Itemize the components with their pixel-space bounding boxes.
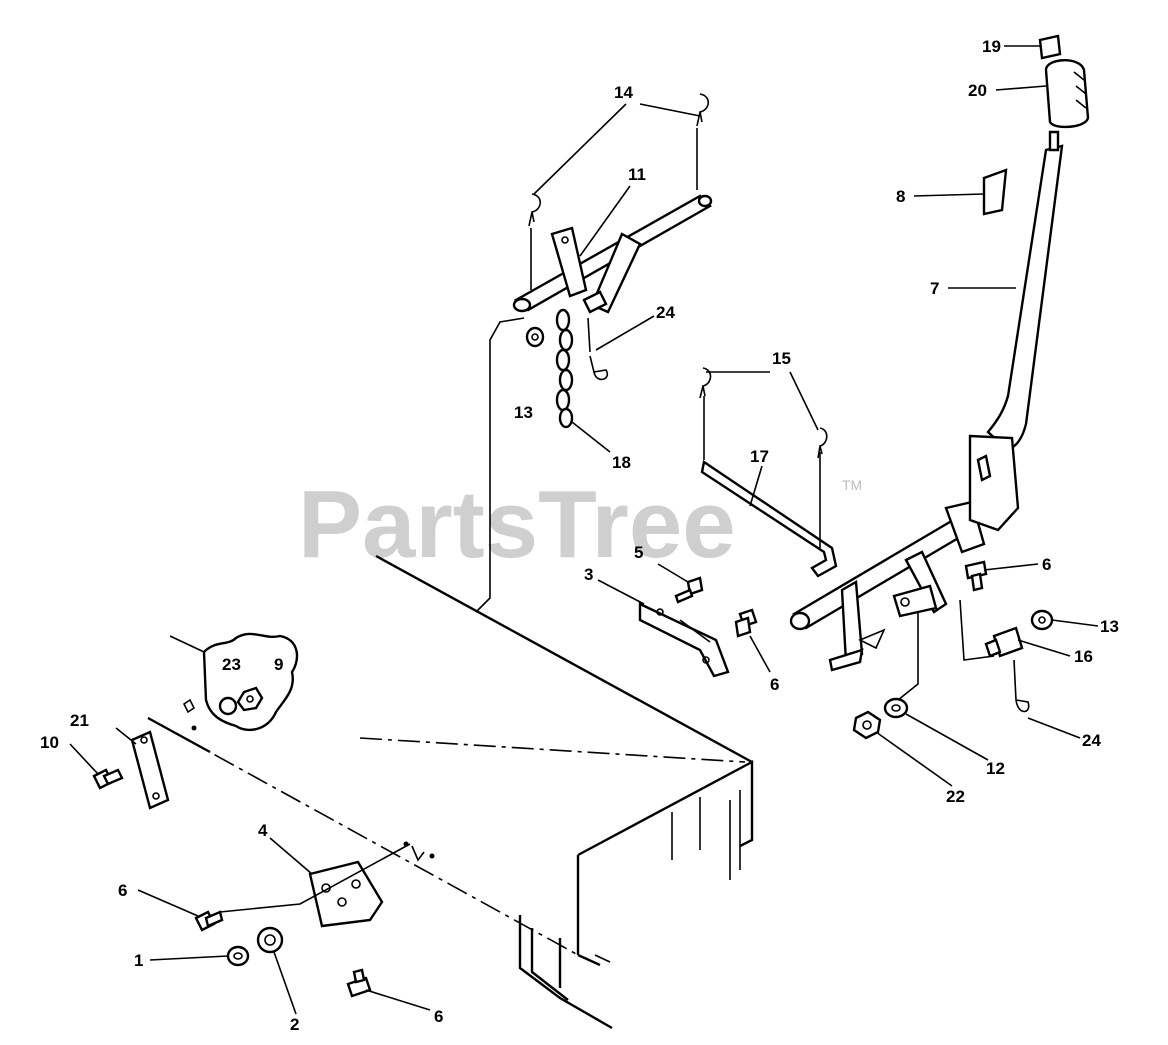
callout-6-bottom: 6 (434, 1007, 443, 1026)
callout-15: 15 (772, 349, 791, 368)
callout-2: 2 (290, 1015, 299, 1034)
hairpin-clip-upper (696, 93, 710, 127)
callout-6-left: 6 (118, 881, 127, 900)
lock-washer-1 (226, 945, 250, 967)
stud-16 (984, 626, 1024, 658)
hanger-plate-9-23 (202, 632, 299, 732)
callout-8: 8 (896, 187, 905, 206)
leader-lines (69, 45, 1099, 1015)
bracket-4 (308, 860, 384, 928)
flat-washer-2 (256, 926, 284, 954)
callout-12: 12 (986, 759, 1005, 778)
callout-11: 11 (628, 165, 646, 184)
bolt-6-center (734, 608, 758, 638)
front-pivot-bar (512, 194, 713, 314)
callout-3: 3 (584, 565, 593, 584)
lift-cable (475, 317, 525, 613)
callout-4: 4 (258, 821, 268, 840)
hairpin-clip-left (528, 193, 542, 227)
lift-rod-17 (700, 460, 838, 578)
watermark-text: PartsTree (298, 471, 736, 578)
callout-22: 22 (946, 787, 965, 806)
callout-labels: 19 20 8 7 14 11 24 13 18 15 17 5 3 6 6 1… (40, 37, 1119, 1034)
callout-5: 5 (634, 543, 643, 562)
cap-19 (1038, 34, 1062, 60)
callout-24-upper: 24 (656, 303, 675, 322)
callout-1: 1 (134, 951, 143, 970)
bolt-6-left (194, 910, 224, 932)
bolt-5 (674, 576, 704, 604)
decal-8 (982, 168, 1008, 216)
bolt-6-rear (964, 560, 988, 592)
callout-10: 10 (40, 733, 59, 752)
bolt-10 (92, 768, 124, 790)
callout-16: 16 (1074, 647, 1093, 666)
hand-grip-20 (1044, 59, 1090, 129)
callout-7: 7 (930, 279, 939, 298)
bracket-3 (638, 602, 730, 678)
callout-6-center: 6 (770, 675, 779, 694)
hairpin-clip-24-lower (1013, 659, 1030, 713)
bracket-21 (130, 730, 170, 810)
callout-20: 20 (968, 81, 987, 100)
hairpin-clip-15-left (699, 367, 712, 399)
callout-13-upper: 13 (514, 403, 533, 422)
washer-12 (883, 697, 909, 719)
callout-19: 19 (982, 37, 1001, 56)
chain-18 (555, 308, 574, 429)
callout-21: 21 (70, 711, 89, 730)
washer-13-right (1030, 609, 1054, 631)
hairpin-clip-15-right (817, 427, 828, 459)
callout-9: 9 (274, 655, 283, 674)
washer-13-upper (525, 326, 545, 348)
deck-housing (147, 554, 754, 1030)
callout-14: 14 (614, 83, 633, 102)
bolt-6-bottom (346, 968, 372, 998)
hairpin-clip-24-upper (589, 355, 609, 381)
lift-handle-7 (968, 130, 1064, 532)
callout-6-rear: 6 (1042, 555, 1051, 574)
watermark-trademark: TM (842, 477, 862, 493)
callout-18: 18 (612, 453, 631, 472)
nut-22 (852, 710, 882, 740)
callout-24-lower: 24 (1082, 731, 1101, 750)
callout-17: 17 (750, 447, 769, 466)
callout-13-right: 13 (1100, 617, 1119, 636)
callout-23: 23 (222, 655, 241, 674)
